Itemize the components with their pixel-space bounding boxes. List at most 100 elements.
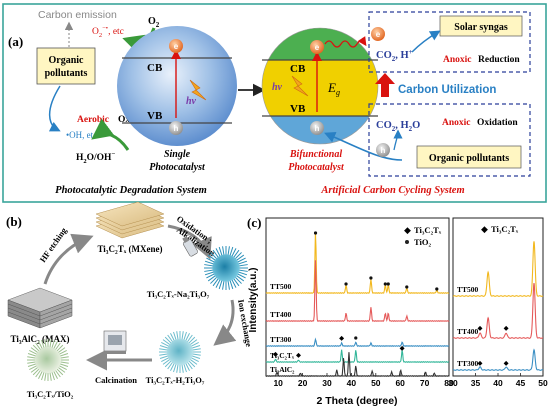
tio2-peak-marker — [405, 285, 409, 289]
tio2-peak-marker — [386, 282, 390, 286]
anoxic-bottom-label: Anoxic — [442, 118, 471, 128]
urchin-core — [34, 346, 62, 374]
system-right-title: Artificial Carbon Cycling System — [320, 185, 464, 196]
electron-right — [310, 40, 324, 54]
organic-pollutants-left-line2: pollutants — [45, 68, 88, 79]
electron-box-label: e — [376, 30, 381, 39]
electron-transfer-wave — [324, 36, 367, 48]
h-titanate-urchin-icon — [159, 331, 201, 373]
ti3c2tx-peak-marker: ◆ — [504, 325, 510, 332]
x-tick-label: 35 — [471, 378, 481, 388]
hole-co2-arrow — [393, 129, 403, 151]
panel-a: (a) Carbon emission O2 O2−•, etc Organic… — [2, 3, 547, 203]
xrd-trace-label: TT500 — [457, 285, 479, 294]
reduction-box — [368, 11, 531, 73]
x-tick-label: 45 — [516, 378, 526, 388]
ti3c2tx-peak-marker: ◆ — [296, 352, 302, 359]
urchin-core — [166, 338, 194, 366]
x-tick-label: 50 — [371, 378, 381, 388]
vb-label-right: VB — [290, 103, 306, 115]
urchin-core — [212, 254, 240, 282]
superoxide-label: O2−•, etc — [92, 25, 124, 39]
hole-right-label: h — [315, 124, 320, 133]
panel-b-label: (b) — [6, 214, 22, 229]
co2-syngas-arrow — [411, 30, 441, 53]
h2o-label: H2O/OH− — [76, 151, 115, 165]
legend-diamond-symbol: ◆ — [404, 225, 411, 235]
oxidation-right-label: Oxidation — [477, 118, 518, 128]
xrd-trace-tt400 — [452, 283, 544, 339]
x-tick-label: 40 — [347, 378, 357, 388]
ti3c2tx-peak-marker: ◆ — [478, 360, 484, 367]
mxene-label: Ti₃C₂Tₓ (MXene) — [97, 244, 162, 254]
oh-radical-label: •OH, etc — [66, 130, 97, 140]
xrd-trace-tt300 — [452, 348, 544, 371]
legend-dot-symbol — [405, 240, 409, 244]
panel-c: (c) Intensity(a.u.) 2 Theta (degree) ◆ T… — [247, 215, 548, 407]
hf-etching-label: HF etching — [37, 225, 69, 264]
calcination-label: Calcination — [95, 375, 137, 385]
xrd-trace-tt500 — [265, 231, 450, 294]
xrd-trace-tict — [265, 349, 450, 363]
xrd-main-axes — [265, 217, 450, 377]
h2o-oxidation-arrow — [91, 118, 130, 151]
x-tick-label: 20 — [298, 378, 308, 388]
system-left-title: Photocatalytic Degradation System — [55, 185, 207, 196]
electron-box — [371, 27, 385, 41]
xrd-trace-label: Ti₃C₂Tₓ — [270, 351, 295, 360]
ti3c2tx-peak-marker: ◆ — [478, 325, 484, 332]
anoxic-top-label: Anoxic — [443, 55, 472, 65]
xrd-trace-tt400 — [265, 260, 450, 323]
solar-syngas-box — [439, 15, 523, 37]
xrd-trace-tialc — [265, 352, 450, 377]
hole-box — [376, 143, 390, 157]
lightning-icon-left — [189, 79, 207, 101]
ti3c2tx-peak-marker: ◆ — [273, 351, 279, 358]
tio2-peak-marker — [369, 276, 373, 280]
na-titanate-label: Ti₃C₂Tₓ-Na₂Ti₃O₇ — [147, 289, 210, 299]
pollutant-oh-arrow — [48, 85, 61, 132]
carbon-utilization-label: Carbon Utilization — [398, 84, 496, 96]
cb-label-right: CB — [290, 63, 306, 75]
x-tick-label: 30 — [448, 378, 458, 388]
x-tick-label: 40 — [493, 378, 503, 388]
legend-right-diamond: ◆ — [481, 224, 488, 234]
eg-label: Eg — [327, 80, 340, 97]
x-tick-label: 70 — [420, 378, 430, 388]
co2-h-label: CO2, H+ — [376, 48, 413, 63]
xrd-trace-tt500 — [452, 241, 544, 297]
xrd-trace-label: Ti₃AlC₂ — [270, 365, 295, 374]
x-tick-label: 60 — [395, 378, 405, 388]
single-photocatalyst-line2: Photocatalyst — [149, 162, 206, 173]
tio2-peak-marker — [344, 282, 348, 286]
hole-left — [169, 121, 183, 135]
bifunctional-line2: Photocatalyst — [288, 162, 345, 173]
organic-pollutants-left-box — [36, 47, 96, 85]
legend-tio2-label: TiO₂ — [414, 237, 431, 247]
carbon-utilization-shaft — [381, 83, 389, 97]
max-label: Ti₃AlC₂ (MAX) — [11, 334, 70, 344]
oxidation-box — [368, 103, 531, 177]
organic-pollutants-right-box — [416, 145, 522, 169]
xrd-trace-label: TT400 — [457, 327, 479, 336]
aerobic-label: Aerobic — [77, 115, 109, 125]
y-axis-label: Intensity(a.u.) — [248, 267, 259, 332]
xrd-trace-label: TT300 — [270, 335, 292, 344]
hv-label-right: hν — [272, 82, 283, 93]
carbon-emission-label: Carbon emission — [38, 9, 117, 21]
tio2-composite-urchin-icon — [27, 339, 69, 381]
hv-label-left: hν — [186, 96, 197, 107]
panel-b: (b) Ti₃AlC₂ (MAX) HF etching Ti₃C₂Tₓ (MX… — [6, 201, 254, 399]
single-photocatalyst-line1: Single — [164, 149, 191, 160]
ti3c2tx-peak-marker: ◆ — [339, 335, 345, 342]
legend-ti3c2tx-label: Ti₃C₂Tₓ — [414, 225, 442, 235]
ti3c2tx-peak-marker: ◆ — [504, 360, 510, 367]
x-tick-label: 10 — [273, 378, 283, 388]
electron-left-label: e — [174, 42, 179, 51]
electron-left — [169, 39, 183, 53]
